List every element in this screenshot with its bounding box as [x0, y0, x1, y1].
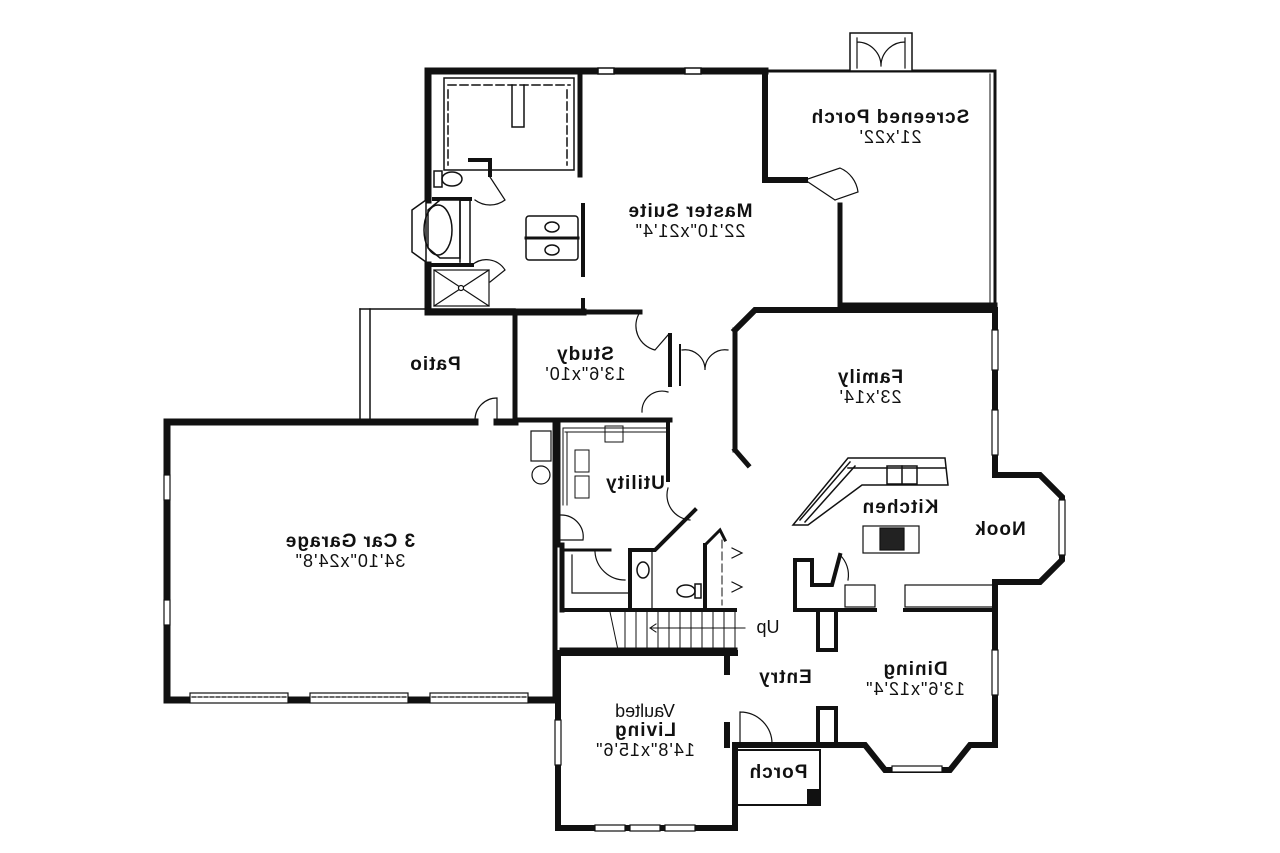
study-walls — [512, 309, 681, 423]
room-name: Master Suite — [627, 201, 753, 222]
window-icon — [163, 599, 171, 626]
garage-doors — [189, 692, 529, 704]
shower-icon — [433, 259, 506, 307]
window-icon — [594, 824, 626, 832]
room-label-nook: Nook — [960, 519, 1040, 540]
room-name: Study — [556, 344, 614, 365]
room-label-utility: Utility — [585, 473, 685, 494]
kitchen-sink-icon — [886, 465, 918, 485]
dining-walls — [816, 706, 998, 773]
screened-porch-walls — [763, 32, 998, 312]
room-name: Screened Porch — [810, 107, 970, 128]
room-label-screened-porch: Screened Porch 21'x22' — [780, 107, 1000, 147]
room-label-porch: Porch — [738, 762, 818, 783]
room-dimensions: 13'6"x10' — [544, 363, 626, 384]
window-icon — [991, 649, 999, 696]
pantry — [793, 552, 995, 652]
room-name: Porch — [748, 762, 808, 783]
stairs-up-label: Up — [756, 617, 780, 637]
cooktop-icon — [862, 525, 920, 554]
patio-walls — [359, 308, 516, 421]
room-name: Patio — [409, 354, 461, 375]
window-icon — [891, 765, 943, 773]
room-label-kitchen: Kitchen — [845, 497, 955, 518]
room-name: Entry — [758, 667, 812, 688]
door-swing-icon — [474, 397, 498, 421]
door-swing-icon — [681, 349, 729, 371]
window-icon — [629, 824, 661, 832]
washer-icon — [530, 430, 552, 485]
room-label-patio: Patio — [385, 354, 485, 375]
room-name: Kitchen — [861, 497, 939, 518]
window-icon — [163, 474, 171, 501]
master-suite-walls — [424, 67, 843, 316]
double-sink-icon — [524, 215, 580, 261]
room-name: Family — [836, 367, 904, 388]
door-swing-icon — [559, 514, 584, 541]
door-swing-icon — [641, 390, 669, 413]
room-name: Utility — [605, 473, 665, 494]
room-name: Nook — [974, 519, 1026, 540]
room-prefix: Vaulted — [615, 701, 675, 721]
window-icon — [991, 409, 999, 456]
room-dimensions: 14'8"x15'6" — [595, 739, 695, 760]
room-label-entry: Entry — [740, 667, 830, 688]
room-label-study: Study 13'6"x10' — [520, 344, 650, 384]
room-dimensions: 23'x14' — [838, 386, 902, 407]
utility-counter — [562, 425, 669, 506]
door-swing-icon — [474, 176, 506, 206]
walk-in-closet — [443, 77, 575, 171]
room-label-dining: Dining 13'6"x12'4" — [840, 659, 990, 699]
room-name: 3 Car Garage — [284, 531, 416, 552]
door-swing-icon — [666, 487, 691, 521]
room-name: Dining — [882, 659, 948, 680]
door-swing-icon — [635, 311, 669, 351]
window-icon — [554, 719, 562, 766]
door-swing-icon — [731, 547, 744, 593]
door-swing-icon — [739, 711, 773, 746]
half-bath — [559, 507, 728, 613]
toilet-icon — [676, 583, 702, 599]
window-icon — [664, 824, 696, 832]
room-label-master-suite: Master Suite 22'10"x21'4" — [590, 201, 790, 241]
toilet-icon — [433, 170, 463, 188]
door-swing-icon — [804, 167, 859, 201]
staircase-icon — [559, 608, 746, 653]
room-label-family: Family 23'x14' — [800, 367, 940, 407]
window-icon — [597, 67, 615, 75]
window-icon — [991, 329, 999, 371]
room-name: Living — [614, 719, 676, 741]
utility-walls — [555, 417, 670, 548]
bathtub-icon — [411, 198, 471, 266]
room-dimensions: 13'6"x12'4" — [865, 678, 965, 699]
room-dimensions: 21'x22' — [858, 126, 922, 147]
room-label-living: Vaulted Living 14'8"x15'6" — [570, 701, 720, 760]
room-dimensions: 22'10"x21'4" — [634, 220, 746, 241]
room-label-garage: 3 Car Garage 34'10"x24'8" — [250, 531, 450, 571]
room-dimensions: 34'10"x24'8" — [294, 550, 406, 571]
window-icon — [684, 67, 702, 75]
kitchen-counter — [791, 457, 949, 526]
window-icon — [1058, 499, 1066, 556]
water-heater-icon — [636, 561, 650, 579]
